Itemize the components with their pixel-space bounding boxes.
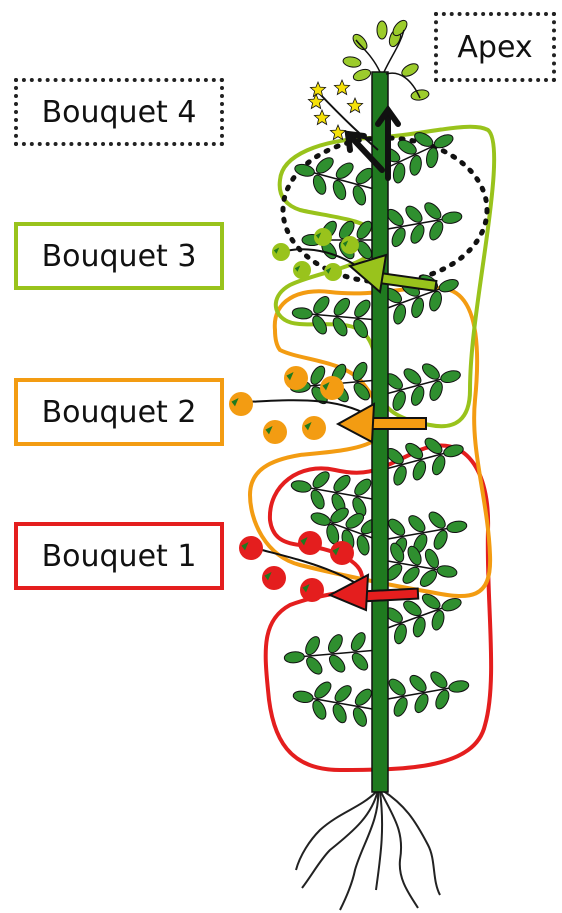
tomato-fruit [320, 376, 344, 400]
leaf [301, 220, 378, 260]
flower [346, 96, 364, 114]
apex-leaflet [376, 20, 388, 40]
bouquet-3-arrow [347, 253, 438, 294]
bouquet-1-arrow [327, 573, 420, 612]
leaf [381, 132, 454, 184]
apex-leaflet [342, 56, 362, 68]
bouquet-4-label: Bouquet 4 [14, 78, 224, 146]
flower [313, 108, 331, 126]
tomato-fruit [341, 236, 359, 254]
tomato-fruit [302, 416, 326, 440]
bouquet-4-outline [280, 135, 490, 285]
leaf [381, 593, 462, 645]
leaf [283, 632, 379, 675]
flower [329, 123, 347, 141]
apex-arrow [375, 104, 401, 181]
apex-shoot [342, 19, 430, 101]
bouquet-3-label: Bouquet 3 [14, 222, 224, 290]
leaf [292, 681, 379, 727]
bouquet-1-label: Bouquet 1 [14, 522, 224, 590]
tomato-fruit [314, 228, 332, 246]
tomato-fruit [300, 578, 324, 602]
leaf [381, 542, 458, 587]
leaf [294, 157, 379, 206]
tomato-fruit [239, 536, 263, 560]
flower [307, 92, 325, 110]
bouquet-4-arrow [344, 130, 385, 173]
flower [333, 78, 351, 96]
tomato-fruit [324, 263, 342, 281]
fruits [229, 228, 359, 602]
flower [309, 80, 327, 98]
main-stem [371, 71, 389, 793]
apex-label: Apex [434, 12, 556, 82]
tomato-fruit [263, 420, 287, 444]
leaf [291, 296, 379, 339]
tomato-fruit [298, 531, 322, 555]
tomato-fruit [284, 366, 308, 390]
roots [295, 789, 441, 911]
apex-leaflet [410, 89, 430, 101]
leaf [381, 202, 463, 248]
tomato-fruit [229, 392, 253, 416]
bouquet-2-label: Bouquet 2 [14, 378, 224, 446]
apex-leaflet [401, 63, 419, 77]
arrows [327, 104, 438, 612]
leaf [381, 274, 459, 325]
leaves [283, 132, 470, 727]
tomato-fruit [272, 243, 290, 261]
leaf [381, 363, 461, 411]
leaf [381, 437, 464, 486]
tomato-fruit [262, 566, 286, 590]
tomato-fruit [330, 541, 354, 565]
apex-leaflet [352, 33, 368, 51]
tomato-fruit [293, 261, 311, 279]
leaf [381, 671, 470, 717]
truss-4-stalk [317, 91, 379, 151]
bouquet-2-arrow [335, 402, 427, 444]
apex-leaflet [352, 68, 372, 82]
flowers [307, 78, 364, 141]
